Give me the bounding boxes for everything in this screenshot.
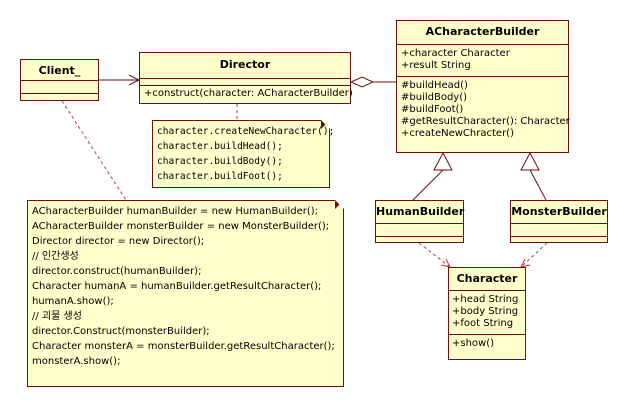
character-class-name: Character <box>449 268 525 291</box>
note-line: character.buildFoot(); <box>157 171 283 182</box>
note-line: character.buildBody(); <box>157 156 283 167</box>
attribute: +result String <box>401 60 471 71</box>
operation: +createNewChracter() <box>401 128 514 139</box>
note-line: character.buildHead(); <box>157 141 283 152</box>
humanbuilder-generalization <box>412 169 444 201</box>
note-line: character.createNewCharacter(); <box>157 126 335 137</box>
director-class-name: Director <box>140 53 350 79</box>
character-attributes: +head String +body String +foot String <box>449 291 525 335</box>
attribute: +body String <box>452 306 519 317</box>
director-attributes <box>140 79 350 86</box>
monsterbuilder-class[interactable]: MonsterBuilder <box>510 200 608 243</box>
operation: #buildHead() <box>401 80 468 91</box>
director-operations: +construct(character: ACharacterBuilder) <box>140 86 353 102</box>
monsterbuilder-operations <box>511 237 607 249</box>
note-line: director.construct(humanBuilder); <box>32 266 202 277</box>
note-line: Character monsterA = monsterBuilder.getR… <box>32 341 335 352</box>
client-note-anchor <box>61 100 127 201</box>
director-class[interactable]: Director +construct(character: ACharacte… <box>139 52 353 104</box>
note-line: // 인간생성 <box>32 251 79 262</box>
generalization-triangle-left <box>433 151 453 171</box>
note-line: Character humanA = humanBuilder.getResul… <box>32 281 322 292</box>
note-fold-cutout <box>321 120 330 129</box>
character-class[interactable]: Character +head String +body String +foo… <box>448 267 526 360</box>
monsterbuilder-generalization <box>529 169 547 201</box>
note-line: // 괴물 생성 <box>32 311 82 322</box>
note-line: ACharacterBuilder monsterBuilder = new M… <box>32 221 330 232</box>
operation: +show() <box>452 338 495 349</box>
acharacterbuilder-operations: #buildHead() #buildBody() #buildFoot() #… <box>397 77 570 143</box>
note-line: ACharacterBuilder humanBuilder = new Hum… <box>32 206 319 217</box>
humanbuilder-attributes <box>376 224 463 237</box>
note-line: Director director = new Director(); <box>32 236 205 247</box>
attribute: +character Character <box>401 48 510 59</box>
attribute: +head String <box>452 294 519 305</box>
humanbuilder-class[interactable]: HumanBuilder <box>375 200 464 243</box>
operation: #getResultCharacter(): Character <box>401 116 570 127</box>
client-operations <box>21 94 98 106</box>
note-line: monsterA.show(); <box>32 356 121 367</box>
acharacterbuilder-attributes: +character Character +result String <box>397 45 568 77</box>
character-operations: +show() <box>449 335 525 353</box>
client-class[interactable]: Client_ <box>20 59 99 101</box>
acharacterbuilder-class[interactable]: ACharacterBuilder +character Character +… <box>396 20 570 153</box>
note-line: humanA.show(); <box>32 296 114 307</box>
monsterbuilder-class-name: MonsterBuilder <box>511 201 607 224</box>
attribute: +foot String <box>452 318 514 329</box>
aggregation-diamond <box>349 76 375 88</box>
monsterbuilder-attributes <box>511 224 607 237</box>
operation: #buildBody() <box>401 92 468 103</box>
operation: #buildFoot() <box>401 104 464 115</box>
client-class-name: Client_ <box>21 60 98 81</box>
client-code-note[interactable]: ACharacterBuilder humanBuilder = new Hum… <box>27 200 344 387</box>
humanbuilder-dependency <box>418 242 451 268</box>
humanbuilder-class-name: HumanBuilder <box>376 201 464 224</box>
client-attributes <box>21 81 98 94</box>
note-fold-cutout <box>335 200 344 209</box>
director-code-note[interactable]: character.createNewCharacter(); characte… <box>152 120 335 188</box>
generalization-triangle-right <box>520 151 540 171</box>
acharacterbuilder-class-name: ACharacterBuilder <box>397 21 568 45</box>
note-line: director.Construct(monsterBuilder); <box>32 326 210 337</box>
director-operation: +construct(character: ACharacterBuilder) <box>144 88 353 99</box>
humanbuilder-operations <box>376 237 463 249</box>
